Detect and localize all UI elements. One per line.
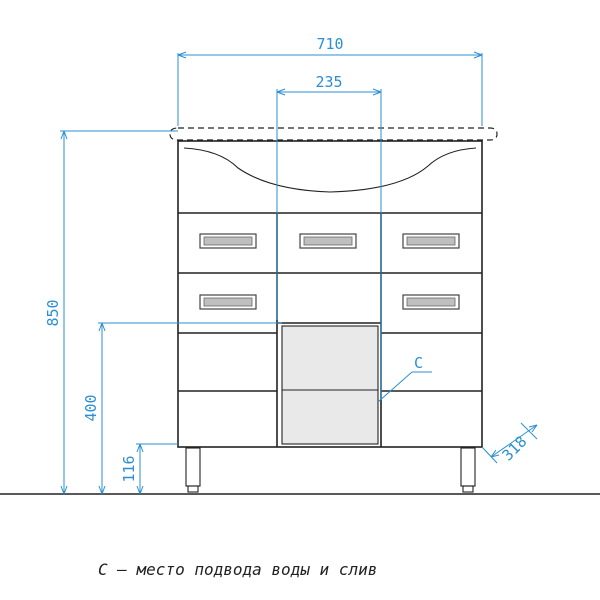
- dimension-overall-height: 850: [44, 130, 178, 495]
- basin-curve: [183, 147, 477, 193]
- overall-height-label: 850: [44, 299, 62, 326]
- dimension-drain-height: 400: [82, 322, 282, 495]
- dimension-overall-width: 710: [177, 35, 483, 126]
- handle-second-right: [402, 294, 460, 310]
- overall-width-label: 710: [316, 35, 343, 53]
- leg-height-label: 116: [120, 455, 138, 482]
- leg-left: [185, 447, 201, 493]
- depth-label: 318: [499, 433, 531, 465]
- basin-width-label: 235: [315, 73, 342, 91]
- service-zone: [282, 326, 378, 444]
- leg-right: [460, 447, 476, 493]
- handle-top-left: [199, 233, 257, 249]
- service-zone-callout: C: [377, 354, 432, 403]
- dimension-depth: 318: [481, 422, 538, 465]
- service-zone-marker: C: [414, 354, 423, 372]
- drain-height-label: 400: [82, 394, 100, 421]
- dimension-basin-width: 235: [276, 73, 382, 400]
- service-zone-frame: [281, 325, 379, 445]
- handle-top-center: [299, 233, 357, 249]
- dimension-leg-height: 116: [120, 443, 178, 495]
- countertop-outline: [169, 127, 498, 141]
- handle-second-left: [199, 294, 257, 310]
- cabinet-body: [177, 140, 483, 448]
- legend-caption: С – место подвода воды и слив: [98, 560, 377, 579]
- handle-top-right: [402, 233, 460, 249]
